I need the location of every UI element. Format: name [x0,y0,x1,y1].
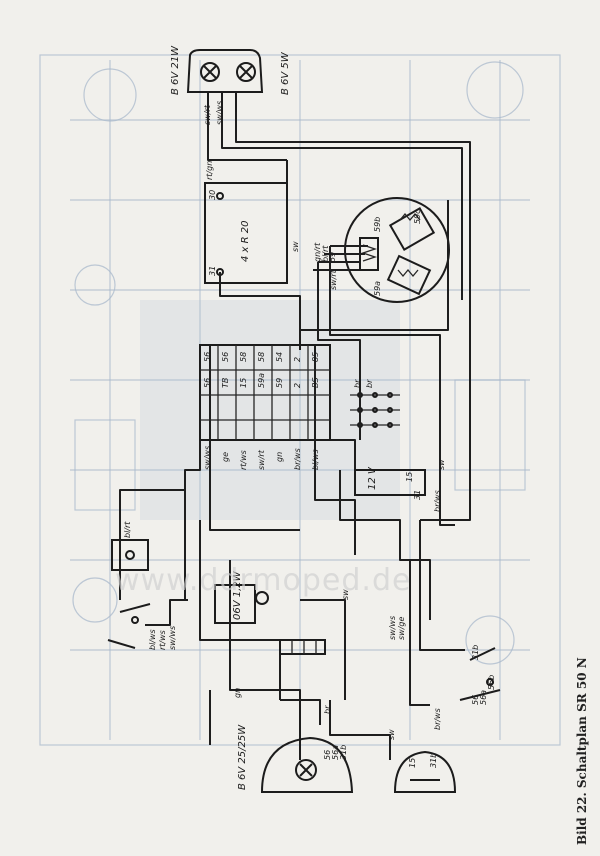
svg-text:59c: 59c [413,209,422,224]
svg-text:31: 31 [413,490,422,500]
svg-text:56: 56 [221,352,230,362]
junction-connector: gn br [233,639,332,714]
watermark: www.ddrmoped.de [115,563,411,598]
accumulator: 12 V 15 31 sw br/ws [354,459,446,512]
svg-text:59a: 59a [373,281,382,296]
svg-text:31: 31 [208,266,217,276]
svg-text:56: 56 [203,352,212,362]
svg-text:ge: ge [221,452,230,462]
svg-text:56a: 56a [479,690,488,705]
svg-text:rt/gn: rt/gn [205,161,214,180]
svg-text:56: 56 [471,695,480,705]
headlamp-label: B 6V 25/25W [237,724,248,790]
svg-text:54: 54 [275,352,284,362]
svg-text:sw: sw [291,241,300,252]
svg-text:15: 15 [408,758,417,768]
svg-text:gn: gn [233,688,242,698]
svg-text:15: 15 [239,378,248,388]
dry-battery: 4 x R 20 30 31 rt/gn sw [204,161,300,284]
svg-text:58: 58 [257,352,266,362]
svg-text:br/ws: br/ws [433,490,442,512]
svg-text:TB: TB [221,378,230,388]
tail-lamp-label: B 6V 5W [280,51,291,95]
light-switch: rt/ws sw/ws bl/ws [107,603,177,650]
svg-text:sw: sw [341,589,350,600]
brake-lamp-label: B 6V 21W [170,45,181,95]
speedo-lamp: 06V 1,2W sw sw/ws sw/ge [214,570,406,640]
svg-text:59a: 59a [257,373,266,388]
svg-text:sw/ge: sw/ge [397,617,406,640]
svg-text:2: 2 [293,357,302,362]
svg-text:31b: 31b [339,745,348,760]
svg-text:56a: 56a [331,745,340,760]
svg-text:br: br [353,379,362,388]
svg-text:sw/rt: sw/rt [329,269,338,290]
svg-text:31b: 31b [471,645,480,660]
svg-text:56: 56 [323,750,332,760]
figure-caption: Bild 22. Schaltplan SR 50 N [575,657,589,845]
svg-text:br/ws: br/ws [293,448,302,470]
svg-text:31b: 31b [429,753,438,768]
svg-text:sw/ws: sw/ws [215,101,224,125]
svg-text:sw/ws: sw/ws [168,626,177,650]
svg-text:59: 59 [275,378,284,388]
svg-text:56b: 56b [487,675,496,690]
svg-text:br: br [323,705,332,714]
svg-text:br: br [365,379,374,388]
rear-lamp: B 6V 21W B 6V 5W sw/rt sw/ws [170,45,291,125]
svg-text:gn/rt: gn/rt [313,242,322,262]
svg-text:br/ws: br/ws [433,708,442,730]
svg-text:sw: sw [387,729,396,740]
svg-text:59: 59 [328,252,337,262]
svg-text:sw/rt: sw/rt [257,449,266,470]
terminal-block: 56 56 58 58 54 2 85 56 TB 15 59a 59 2 BS… [199,344,331,470]
svg-text:15: 15 [405,472,414,482]
svg-text:sw/ws: sw/ws [203,446,212,470]
svg-text:30: 30 [208,190,217,200]
magneto-generator: 59 59b 59a 59c gn/rt bl/rt sw/rt [313,197,450,303]
dimmer-switch: 56 56a 56b 31b [459,645,501,705]
svg-text:58: 58 [239,352,248,362]
speedo-lamp-label: 06V 1,2W [232,570,243,620]
horn: 15 31b sw br/ws [387,708,457,793]
svg-text:bl/rt: bl/rt [123,521,132,538]
svg-text:rt/ws: rt/ws [158,630,167,650]
svg-text:sw/ws: sw/ws [388,616,397,640]
svg-text:sw: sw [437,459,446,470]
svg-text:rt/ws: rt/ws [239,450,248,470]
accumulator-label: 12 V [367,466,378,490]
wire-harness [119,112,471,760]
connector-strip: br br [350,379,400,428]
svg-text:85: 85 [311,352,320,362]
svg-text:bl/ws: bl/ws [148,629,157,650]
battery-label: 4 x R 20 [240,221,251,263]
ghost-background [39,54,561,746]
svg-text:2: 2 [293,383,302,388]
flasher-relay: bl/rt [111,521,149,571]
svg-text:56: 56 [203,378,212,388]
svg-text:bl/ws: bl/ws [311,449,320,470]
svg-text:59b: 59b [373,217,382,232]
svg-text:BS: BS [311,377,320,388]
svg-text:gn: gn [275,452,284,462]
headlamp: B 6V 25/25W 56 56a 31b [237,724,354,793]
